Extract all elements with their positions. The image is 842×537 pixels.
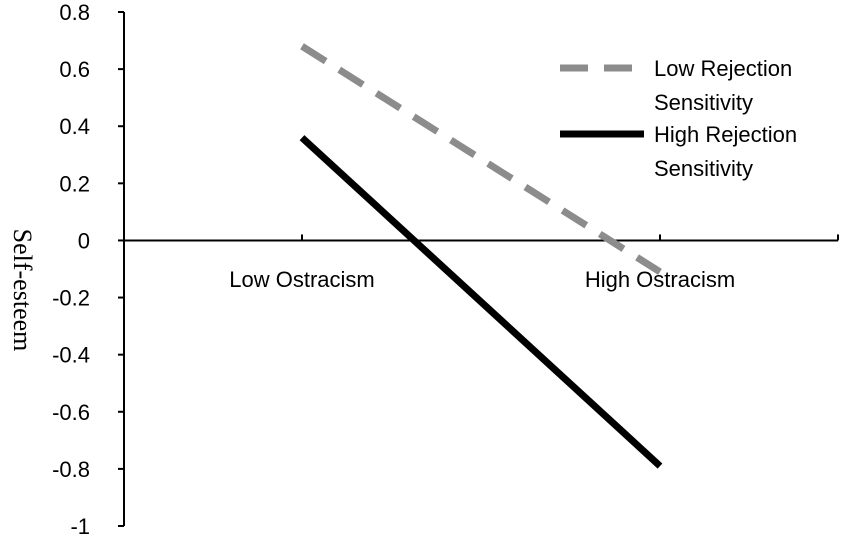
y-tick-label: -0.2 bbox=[52, 286, 90, 311]
legend-label-1: High Rejection bbox=[654, 122, 797, 147]
y-tick-label: 0 bbox=[78, 228, 90, 253]
y-tick-label: 0.4 bbox=[59, 114, 90, 139]
legend-label-0: Sensitivity bbox=[654, 90, 753, 115]
y-tick-group: 0.8 0.6 0.4 0.2 0 -0.2 -0.4 -0.6 -0.8 -1 bbox=[52, 0, 124, 537]
series-group bbox=[299, 43, 663, 469]
y-tick-label: -0.8 bbox=[52, 457, 90, 482]
x-category-label: Low Ostracism bbox=[229, 267, 374, 292]
legend-label-1: Sensitivity bbox=[654, 156, 753, 181]
y-tick-label: -0.6 bbox=[52, 400, 90, 425]
y-axis-label: Self-esteem bbox=[8, 229, 37, 352]
series-line-0 bbox=[300, 43, 662, 275]
y-tick-label: 0.8 bbox=[59, 0, 90, 25]
axes bbox=[123, 12, 838, 526]
y-tick-label: -0.4 bbox=[52, 343, 90, 368]
series-line-1 bbox=[299, 135, 663, 469]
y-tick-label: 0.6 bbox=[59, 57, 90, 82]
legend-label-0: Low Rejection bbox=[654, 56, 792, 81]
y-tick-label: -1 bbox=[70, 514, 90, 537]
y-tick-label: 0.2 bbox=[59, 171, 90, 196]
